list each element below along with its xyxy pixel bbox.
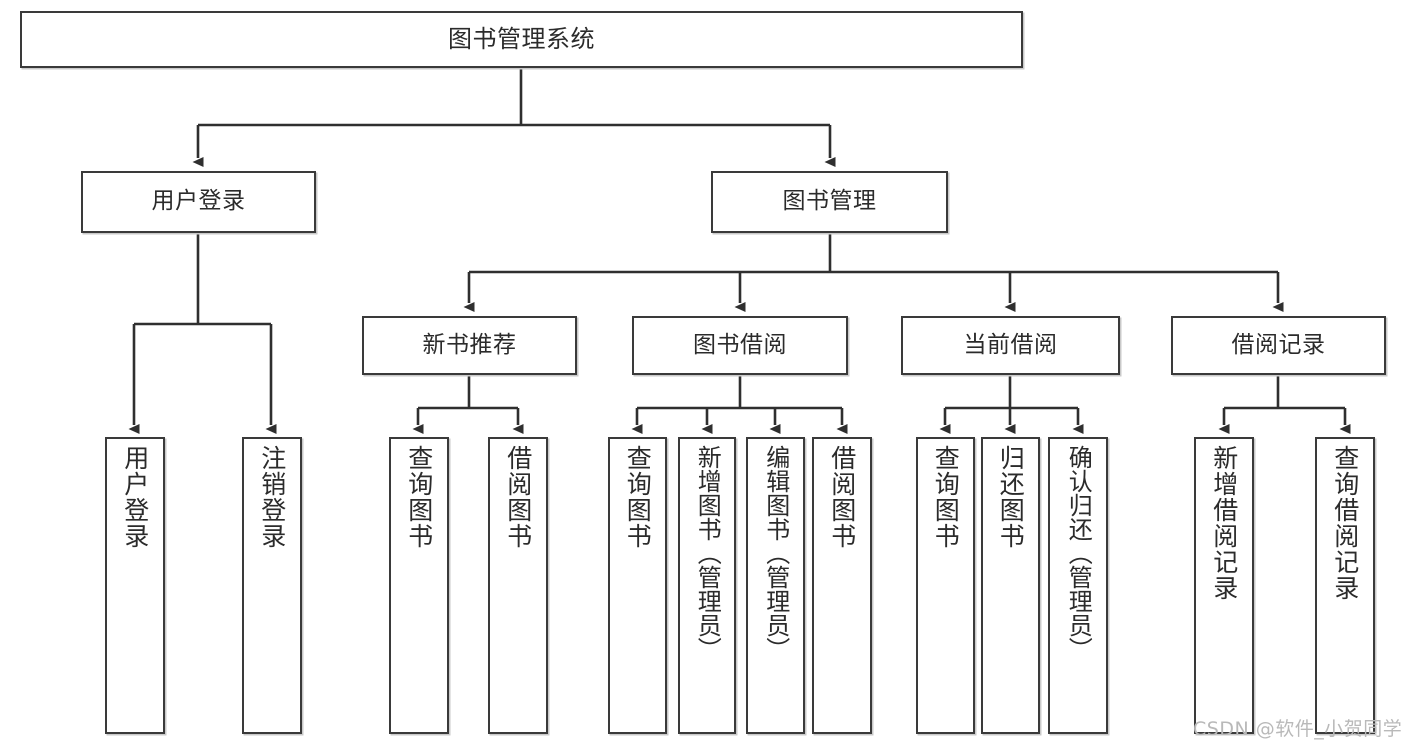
watermark-text: CSDN @软件_小贺同学 bbox=[1193, 718, 1403, 740]
node-label: 编辑图书（管理员） bbox=[761, 445, 790, 661]
node-label: 借阅图书 bbox=[827, 445, 857, 549]
leaf-logout[interactable]: 注销登录 bbox=[242, 437, 302, 734]
node-root-book-management-system[interactable]: 图书管理系统 bbox=[20, 11, 1023, 68]
node-label: 借阅记录 bbox=[1231, 331, 1326, 358]
node-label: 查询借阅记录 bbox=[1330, 445, 1360, 601]
node-label: 借阅图书 bbox=[503, 445, 533, 549]
leaf-new-book-borrow-book[interactable]: 借阅图书 bbox=[488, 437, 548, 734]
node-label: 图书管理系统 bbox=[448, 25, 595, 54]
leaf-current-confirm-return-admin[interactable]: 确认归还（管理员） bbox=[1048, 437, 1108, 734]
node-borrowing-record[interactable]: 借阅记录 bbox=[1171, 316, 1386, 375]
node-user-login[interactable]: 用户登录 bbox=[81, 171, 316, 233]
node-label: 查询图书 bbox=[931, 445, 961, 549]
node-label: 图书借阅 bbox=[693, 331, 787, 358]
leaf-borrow-borrow-book[interactable]: 借阅图书 bbox=[812, 437, 872, 734]
node-label: 新书推荐 bbox=[422, 331, 517, 358]
leaf-record-add-borrow-record[interactable]: 新增借阅记录 bbox=[1194, 437, 1254, 734]
node-label: 归还图书 bbox=[996, 445, 1026, 549]
leaf-current-query-book[interactable]: 查询图书 bbox=[916, 437, 975, 734]
node-label: 确认归还（管理员） bbox=[1064, 445, 1093, 661]
node-book-management[interactable]: 图书管理 bbox=[711, 171, 948, 233]
node-label: 查询图书 bbox=[623, 445, 653, 549]
node-label: 注销登录 bbox=[257, 445, 287, 549]
node-label: 图书管理 bbox=[782, 188, 877, 215]
leaf-borrow-add-book-admin[interactable]: 新增图书（管理员） bbox=[678, 437, 736, 734]
node-new-book-recommendation[interactable]: 新书推荐 bbox=[362, 316, 577, 375]
leaf-current-return-book[interactable]: 归还图书 bbox=[981, 437, 1040, 734]
leaf-new-book-query-book[interactable]: 查询图书 bbox=[389, 437, 449, 734]
node-label: 当前借阅 bbox=[963, 331, 1058, 358]
node-label: 新增借阅记录 bbox=[1209, 445, 1239, 601]
node-book-borrowing[interactable]: 图书借阅 bbox=[632, 316, 848, 375]
node-current-borrowing[interactable]: 当前借阅 bbox=[901, 316, 1120, 375]
leaf-borrow-query-book[interactable]: 查询图书 bbox=[608, 437, 667, 734]
leaf-user-login[interactable]: 用户登录 bbox=[105, 437, 165, 734]
node-label: 用户登录 bbox=[120, 445, 150, 549]
node-label: 用户登录 bbox=[151, 188, 246, 215]
node-label: 查询图书 bbox=[404, 445, 434, 549]
node-label: 新增图书（管理员） bbox=[693, 445, 722, 661]
leaf-record-query-borrow-record[interactable]: 查询借阅记录 bbox=[1315, 437, 1375, 734]
leaf-borrow-edit-book-admin[interactable]: 编辑图书（管理员） bbox=[746, 437, 805, 734]
